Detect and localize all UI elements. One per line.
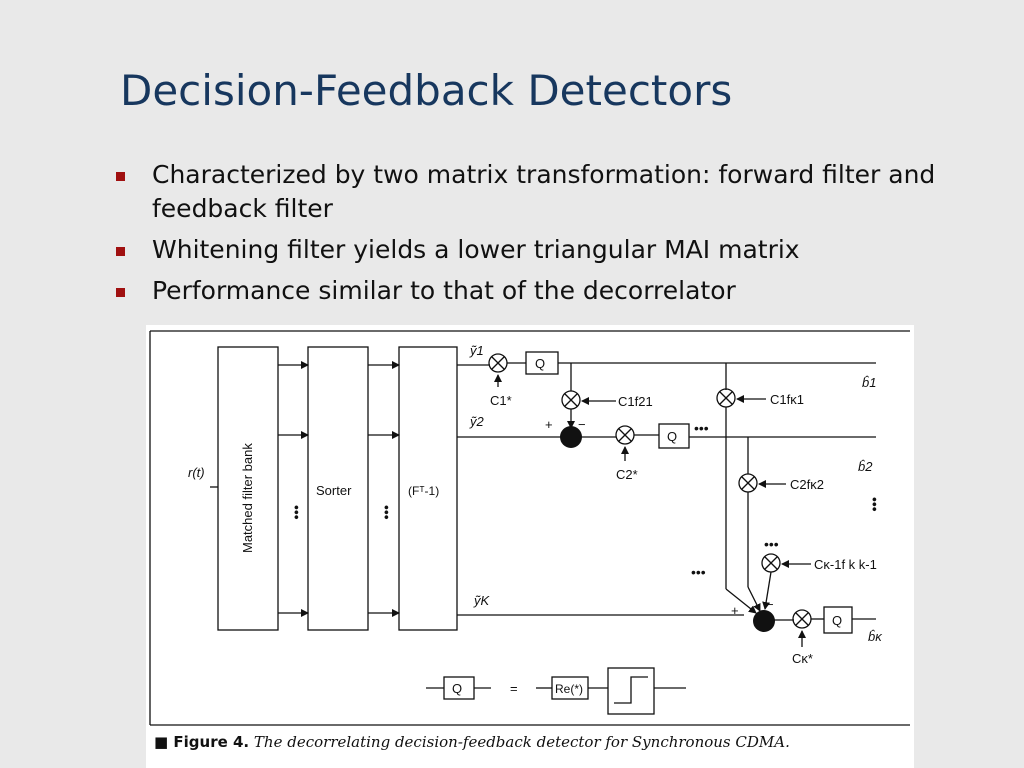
- sorter-block: [307, 346, 369, 631]
- diagram-canvas: Matched filter bank Sorter (Fᵀ-1) r(t) •…: [149, 330, 910, 726]
- ellipsis-vertical: •••: [867, 497, 883, 512]
- ellipsis-horizontal: •••: [691, 564, 706, 580]
- coef-ckm1-label: Cκ-1f k k-1: [814, 557, 877, 572]
- summing-node-k: [753, 610, 775, 632]
- quantizer-2: [658, 423, 690, 449]
- legend-sign-block: [607, 667, 655, 715]
- bullet-item: Performance similar to that of the decor…: [112, 274, 1002, 308]
- output-bk-label: b̂κ: [868, 629, 883, 644]
- sorter-label: Sorter: [316, 483, 352, 498]
- whitening-filter-label: (Fᵀ-1): [408, 484, 439, 498]
- ellipsis-horizontal: •••: [694, 420, 709, 436]
- ellipsis-vertical: •••: [289, 505, 305, 520]
- quantizer-label: Q: [832, 613, 842, 628]
- bullet-text: Whitening filter yields a lower triangul…: [152, 235, 800, 264]
- square-bullet-icon: [116, 288, 125, 297]
- matched-filter-bank-block: [217, 346, 279, 631]
- signal-yk-label: ỹK: [473, 593, 491, 608]
- coef-c1f21-label: C1f21: [618, 394, 653, 409]
- figure-caption-text: The decorrelating decision-feedback dete…: [253, 733, 790, 751]
- summing-node-2: [560, 426, 582, 448]
- bullet-item: Characterized by two matrix transformati…: [112, 158, 1002, 226]
- coef-c1-label: C1*: [490, 393, 512, 408]
- dfe-block-diagram: Matched filter bank Sorter (Fᵀ-1) r(t) •…: [146, 325, 914, 768]
- sign-plus: +: [731, 603, 739, 618]
- whitening-filter-block: [398, 346, 458, 631]
- output-b1-label: b̂1: [862, 375, 876, 390]
- sign-minus: −: [766, 597, 774, 612]
- bullet-item: Whitening filter yields a lower triangul…: [112, 233, 1002, 267]
- quantizer-label: Q: [667, 429, 677, 444]
- figure-caption: ■ Figure 4. The decorrelating decision-f…: [154, 733, 790, 751]
- signal-y2-label: ỹ2: [469, 414, 485, 429]
- coef-ck-label: Cκ*: [792, 651, 813, 666]
- legend-quantizer-label: Q: [452, 681, 462, 696]
- coef-c2-label: C2*: [616, 467, 638, 482]
- bullet-text: Performance similar to that of the decor…: [152, 276, 736, 305]
- ellipsis-horizontal: •••: [764, 536, 779, 552]
- sign-minus: −: [578, 417, 586, 432]
- sign-plus: +: [545, 417, 553, 432]
- quantizer-label: Q: [535, 356, 545, 371]
- input-label: r(t): [188, 465, 205, 480]
- legend-re-label: Re(*): [555, 682, 583, 696]
- bullet-list: Characterized by two matrix transformati…: [112, 158, 1002, 315]
- square-bullet-icon: [116, 172, 125, 181]
- matched-filter-label: Matched filter bank: [240, 443, 255, 553]
- output-b2-label: b̂2: [858, 459, 873, 474]
- figure-caption-label: ■ Figure 4.: [154, 733, 250, 751]
- signal-y1-label: ỹ1: [469, 343, 484, 358]
- ellipsis-vertical: •••: [379, 505, 395, 520]
- bullet-text: Characterized by two matrix transformati…: [152, 160, 936, 223]
- quantizer-k: [823, 606, 853, 634]
- coef-c2fk2-label: C2fκ2: [790, 477, 824, 492]
- step-function-icon: [614, 676, 648, 704]
- square-bullet-icon: [116, 247, 125, 256]
- equals-sign: =: [510, 681, 518, 696]
- coef-c1fk1-label: C1fκ1: [770, 392, 804, 407]
- slide-title: Decision-Feedback Detectors: [120, 66, 733, 115]
